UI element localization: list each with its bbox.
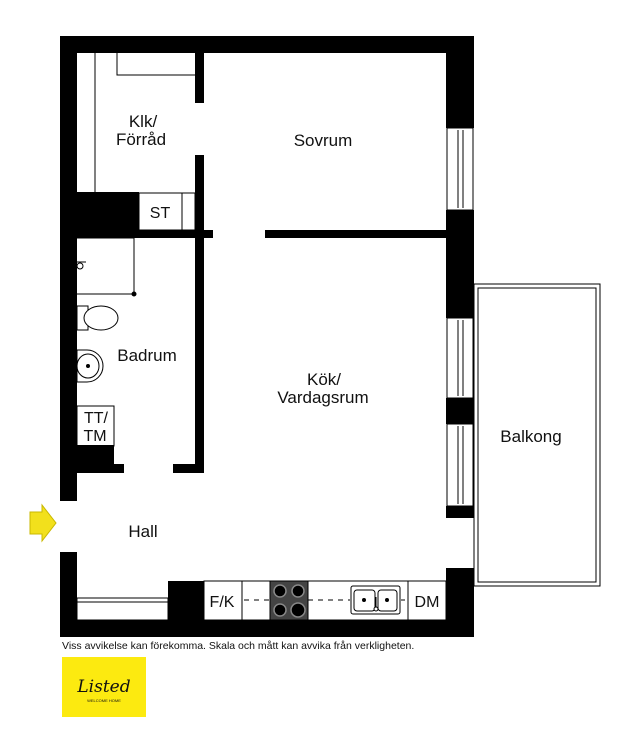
hall-wardrobe — [76, 597, 169, 621]
room-label-vardagsrum: Vardagsrum — [277, 388, 368, 407]
balcony — [473, 283, 601, 587]
st-cabinet — [138, 192, 196, 231]
room-label-kok: Kök/ — [307, 370, 341, 389]
toilet-icon — [76, 305, 119, 331]
logo-brand: Listed — [76, 677, 130, 697]
room-label-balkong: Balkong — [500, 427, 561, 446]
faucet-icon — [373, 597, 379, 612]
label-st: ST — [150, 205, 171, 222]
disclaimer-text: Viss avvikelse kan förekomma. Skala och … — [62, 640, 415, 652]
room-label-klk: Klk/ — [129, 112, 158, 131]
logo-tagline: WELCOME HOME — [87, 698, 121, 703]
room-label-hall: Hall — [128, 522, 157, 541]
room-label-forrad: Förråd — [116, 130, 166, 149]
closet-details — [94, 53, 195, 192]
shower-mixer-icon — [76, 261, 86, 270]
washer-box — [76, 405, 115, 447]
label-dm: DM — [415, 594, 440, 611]
sink-icon — [76, 349, 104, 383]
entrance-arrow-icon — [29, 503, 57, 543]
windows — [446, 127, 474, 507]
room-label-badrum: Badrum — [117, 346, 177, 365]
kitchen-counter — [203, 580, 447, 621]
label-tm: TM — [83, 428, 106, 445]
stove-icon — [269, 580, 309, 621]
label-tt: TT/ — [84, 410, 109, 427]
label-fk: F/K — [210, 594, 235, 611]
outer-walls — [60, 36, 474, 637]
shower-screen — [77, 237, 137, 297]
listed-logo-mark: Listed WELCOME HOME — [76, 677, 130, 703]
interior-walls — [77, 53, 446, 620]
floor-plan: Klk/ Förråd Sovrum ST Badrum TT/ TM Kök/… — [29, 36, 601, 637]
room-label-sovrum: Sovrum — [294, 131, 353, 150]
listed-logo: Listed WELCOME HOME — [62, 657, 146, 717]
